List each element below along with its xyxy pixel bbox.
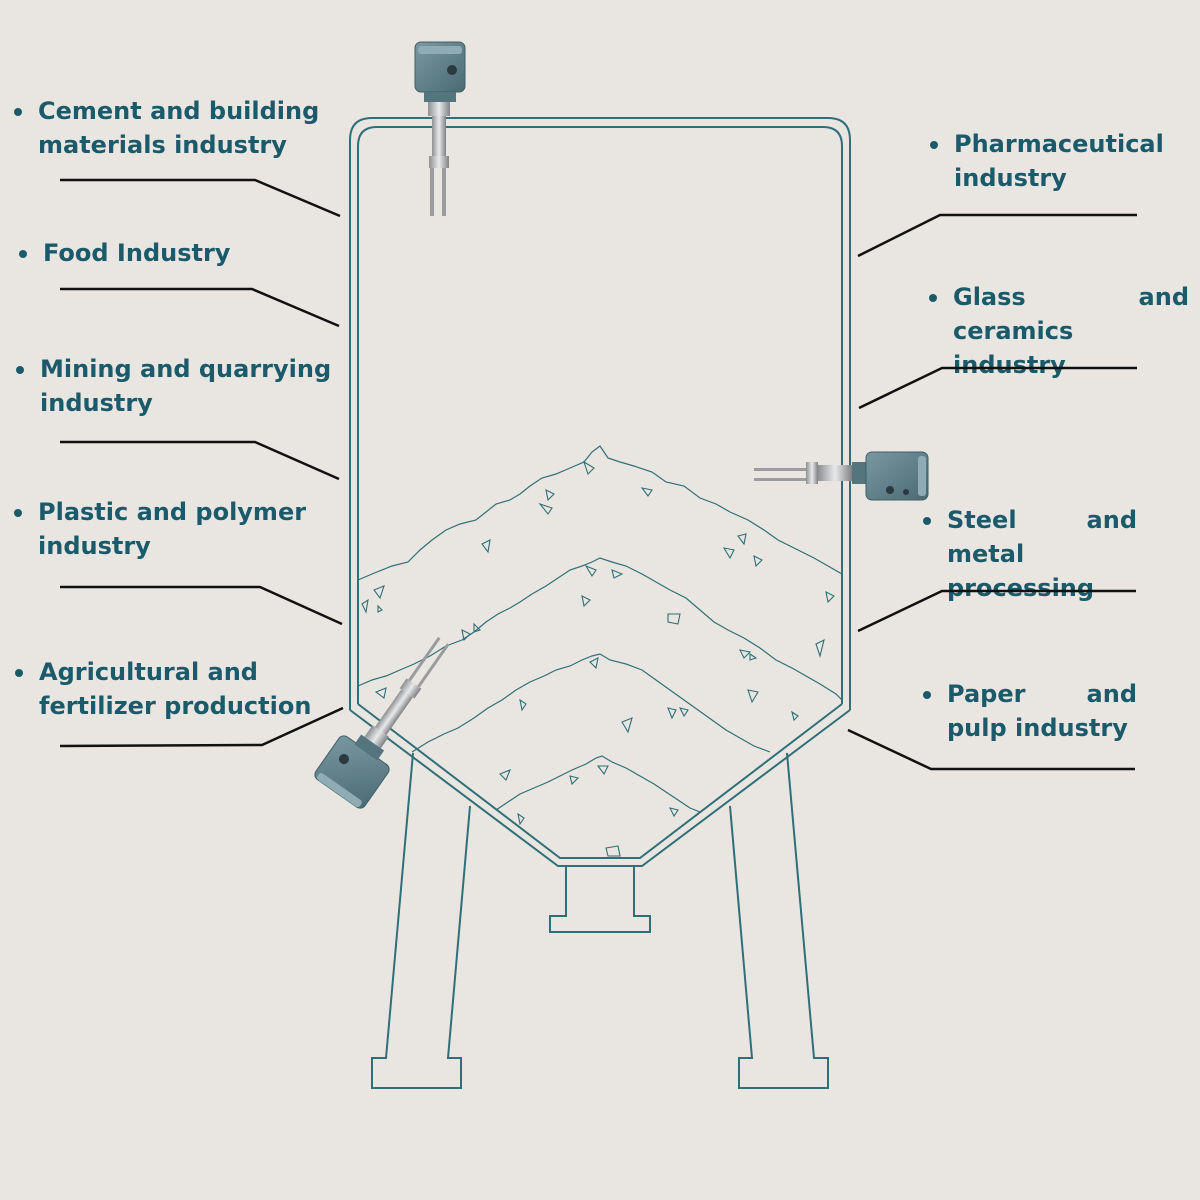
level-sensor-right-icon	[754, 451, 929, 501]
particle	[667, 707, 677, 720]
particle	[374, 687, 387, 699]
particle	[739, 649, 752, 659]
material-layer-1	[357, 445, 843, 581]
particle	[667, 613, 681, 625]
particle	[678, 707, 689, 718]
particle	[611, 569, 624, 579]
particle	[569, 775, 580, 786]
particle	[473, 622, 482, 633]
leader-agri	[59, 706, 344, 748]
leader-lines	[59, 178, 1137, 771]
particle	[545, 489, 555, 502]
particle	[519, 698, 527, 712]
label-paper: Paper and pulp industry	[923, 677, 1137, 745]
label-food: Food Industry	[19, 236, 343, 270]
particle	[749, 652, 758, 661]
material-layer-2	[357, 557, 843, 701]
label-cement: Cement and building materials industry	[14, 94, 338, 162]
leader-food	[60, 287, 340, 328]
particle	[791, 710, 799, 722]
label-glass: Glass and ceramics industry	[929, 280, 1189, 382]
leader-pharma	[857, 213, 1137, 258]
label-plastic: Plastic and polymer industry	[14, 495, 338, 563]
particle	[621, 717, 633, 734]
silo-outer-wall	[349, 117, 851, 710]
material-layers	[357, 445, 843, 813]
particle	[481, 539, 491, 554]
material-particles	[361, 460, 835, 857]
label-steel: Steel and metal processing	[923, 503, 1137, 605]
bullet-icon	[14, 108, 22, 116]
leader-plastic	[60, 585, 343, 626]
silo-hopper-inner	[357, 703, 843, 859]
particle	[589, 657, 599, 670]
particle	[373, 585, 385, 600]
level-sensor-top-icon	[414, 41, 466, 216]
particle	[581, 595, 591, 608]
particle	[605, 845, 621, 857]
particle	[737, 533, 747, 546]
silo-leg-left	[371, 752, 471, 1089]
bullet-icon	[923, 517, 931, 525]
bullet-icon	[929, 294, 937, 302]
bullet-icon	[16, 366, 24, 374]
particle	[584, 564, 597, 578]
bullet-icon	[15, 669, 23, 677]
bullet-icon	[930, 141, 938, 149]
silo-hopper	[349, 709, 851, 867]
silo-outline	[349, 117, 851, 1089]
particle	[377, 604, 383, 613]
leader-glass	[858, 366, 1137, 410]
label-pharma: Pharmaceutical industry	[930, 127, 1184, 195]
silo-inner-wall	[357, 126, 843, 704]
silo-leg-right	[729, 752, 829, 1089]
particle	[596, 765, 609, 776]
particle	[753, 555, 763, 568]
leader-steel	[857, 589, 1136, 633]
particle	[815, 638, 825, 658]
material-layer-4	[495, 755, 701, 813]
bullet-icon	[923, 691, 931, 699]
bullet-icon	[19, 250, 27, 258]
leader-paper	[847, 728, 1135, 771]
particle	[668, 807, 679, 818]
silo-outlet	[549, 866, 651, 933]
label-mining: Mining and quarrying industry	[16, 352, 340, 420]
level-sensor-bottom-left-icon	[314, 636, 450, 809]
particle	[825, 591, 835, 604]
particle	[640, 487, 653, 497]
particle	[499, 769, 511, 781]
particle	[538, 502, 553, 515]
particle	[361, 598, 369, 614]
particle	[747, 689, 759, 704]
material-layer-3	[411, 653, 771, 753]
leader-cement	[60, 178, 341, 218]
label-agri: Agricultural and fertilizer production	[15, 655, 369, 723]
bullet-icon	[14, 509, 22, 517]
particle	[583, 460, 595, 476]
particle	[461, 629, 471, 642]
particle	[517, 812, 525, 826]
particle	[722, 547, 735, 560]
leader-mining	[60, 440, 340, 481]
